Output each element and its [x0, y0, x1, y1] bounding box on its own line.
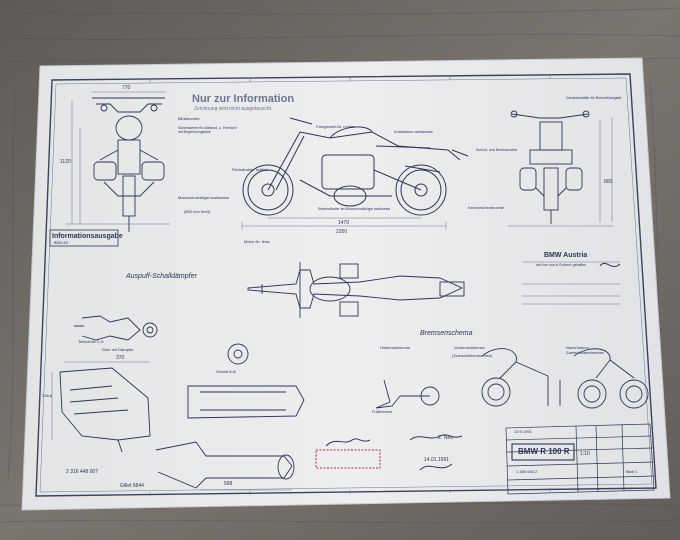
dim-height: 1120: [60, 159, 71, 165]
top-view-motorcycle: [247, 262, 465, 318]
company-stamp-lines: [522, 261, 620, 305]
side-dimension-lines: [241, 217, 447, 230]
front-dimension-lines: [66, 91, 170, 225]
callout-brake-variant: Nachrüstung Zweischeibenbremse: [566, 345, 604, 355]
signature-scribble: [325, 438, 371, 447]
company-stamp-note: wird bei uns in Evidenz gehalten: [536, 263, 587, 267]
callout-handbrake: Fußbremse: [372, 409, 393, 414]
dim-exhaust-length: 568: [224, 481, 233, 487]
callout-engine-number: Motor-Nr. links: [244, 239, 270, 244]
callout-section-cd: Teilschnitt C-D: [78, 339, 104, 344]
title-box: [511, 443, 575, 461]
callout-tank-cap: Fahrgestell-Nr. rechts: [316, 124, 355, 129]
callout-rubber-part: Rohr mit Dämpfer: [102, 347, 134, 352]
callout-guard-width: (800 mm breit): [184, 209, 211, 214]
callout-combined-brake: (Zweischeibenbremse): [452, 353, 493, 358]
blueprint-paper: [21, 57, 671, 511]
callout-rear-brake: Hinterradbremse: [380, 345, 410, 350]
rear-dimension-lines: [508, 118, 614, 227]
red-approval-stamp: [315, 449, 381, 469]
dim-front-width: 770: [122, 85, 131, 91]
dim-total-length: 2250: [336, 229, 348, 235]
callout-blinker-front: Blinkleuchte: [178, 116, 200, 121]
dim-exhaust-width: 370: [116, 355, 125, 361]
stamp-signature: Z. Neu: [438, 435, 454, 441]
notice-subtitle: Zeichnung wird nicht ausgetauscht: [194, 106, 271, 112]
callout-front-brake: Vorderradbremse: [454, 345, 485, 350]
callout-seat-option: Kniekissen wahlweise: [394, 129, 433, 134]
information-stamp-subtext: BMW AG: [54, 241, 69, 245]
callout-reservoir: Vorratsbehälter für Bremsflüssigkeit: [566, 96, 622, 100]
title-block-date: 13.5.1991: [514, 429, 532, 434]
callout-kickstand: Seitenständer an Motorschutzbügel wahlwe…: [318, 207, 391, 211]
rear-view-drawing: [510, 110, 590, 224]
title-block-title: BMW R 100 R: [518, 447, 570, 456]
information-stamp-box: [49, 229, 119, 247]
dim-exhaust-depth: 336,8: [42, 393, 53, 398]
exhaust-heading: Auspuff-Schalldämpfer: [126, 273, 197, 280]
company-stamp-name: BMW Austria: [544, 252, 588, 259]
side-view-motorcycle: [242, 117, 469, 216]
callout-part-number: 2 316 448 007: [66, 469, 98, 475]
callout-tail-light: Schluß- und Bremsleuchte: [476, 148, 518, 152]
brake-schema-drawing: [375, 348, 649, 409]
callout-headlight: Scheinwerfer für Abblend- u. Fernlicht m…: [178, 126, 237, 135]
callout-plate-light: Kennzeichenleuchte: [468, 205, 505, 210]
title-block-scale: 1:10: [580, 451, 590, 457]
callout-rear-light: Rückstrahler seitlich: [232, 167, 268, 172]
front-view-drawing: [92, 97, 165, 232]
information-stamp-text: Informationsausgabe: [52, 233, 123, 240]
dim-wheelbase: 1470: [338, 220, 350, 226]
brakes-heading: Bremsenschema: [420, 330, 473, 337]
title-block-grid: [505, 423, 655, 495]
title-block-drawing-number: 1 385 065 Z: [516, 469, 538, 474]
callout-section-ab: Schnitt A-B: [216, 369, 236, 374]
exhaust-dimension-lines: [51, 361, 292, 491]
stamp-date: 14.01.1991: [424, 457, 450, 463]
exhaust-section-views: [59, 315, 305, 489]
callout-engine-guard: Motorschutzbügel wahlweise: [178, 195, 230, 200]
callout-cover: Gillet 5844: [120, 483, 144, 489]
title-block-sheet: Blatt 1: [626, 469, 638, 474]
notice-title: Nur zur Information: [192, 93, 295, 105]
drawing-border: [35, 73, 657, 497]
border-ticks: [149, 75, 551, 496]
dim-seat-height: 800: [604, 179, 613, 185]
